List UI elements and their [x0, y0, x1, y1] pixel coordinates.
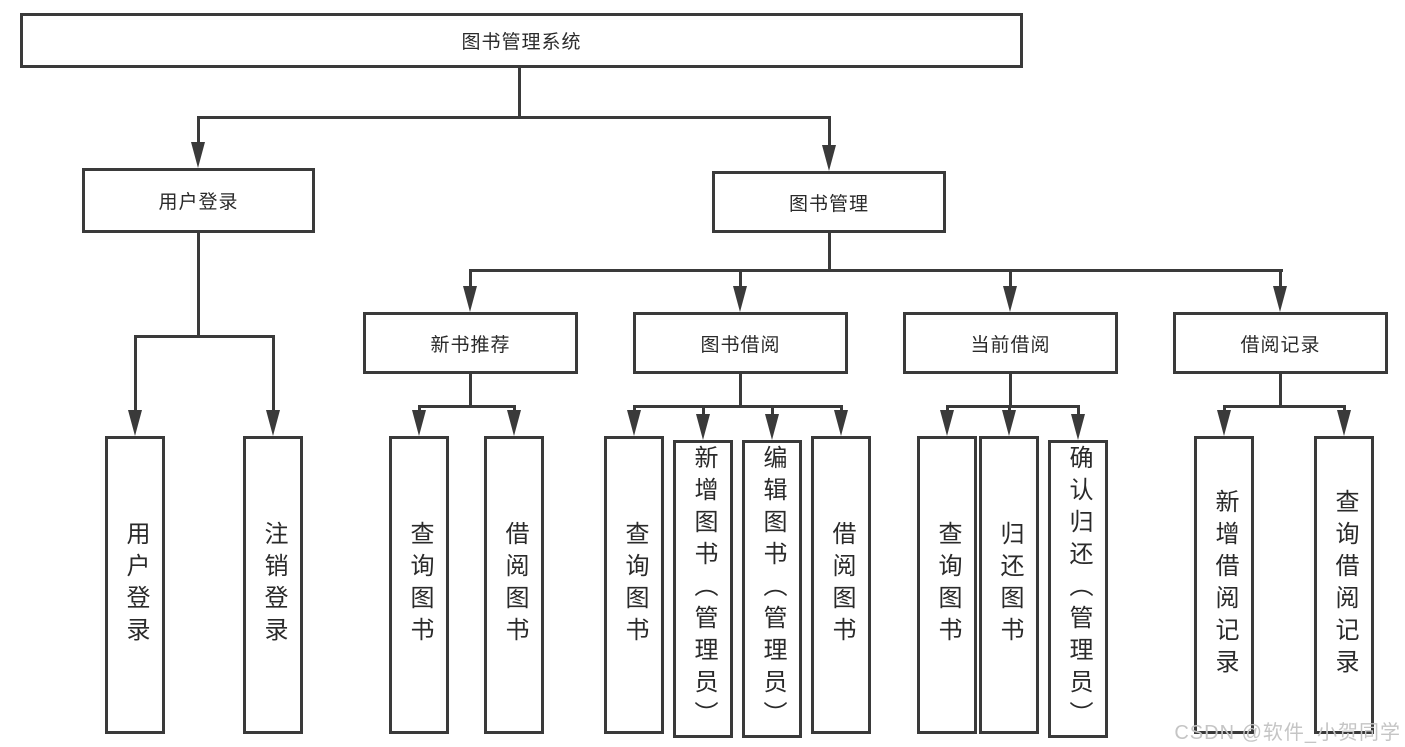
arrowhead-icon: [265, 410, 280, 436]
node-book-management: 图书管理: [712, 171, 946, 233]
arrowhead-icon: [1002, 286, 1017, 312]
connector-line: [133, 335, 275, 338]
leaf-logout: 注销登录: [243, 436, 303, 734]
node-label: 查询图书: [621, 521, 648, 649]
arrowhead-icon: [411, 410, 426, 436]
arrowhead-icon: [190, 142, 205, 168]
leaf-query-books-1: 查询图书: [389, 436, 449, 734]
leaf-query-borrow-record: 查询借阅记录: [1314, 436, 1374, 734]
arrowhead-icon: [127, 410, 142, 436]
arrowhead-icon: [1070, 414, 1085, 440]
connector-line: [517, 68, 521, 119]
leaf-return-books: 归还图书: [979, 436, 1039, 734]
node-label: 借阅图书: [501, 521, 528, 649]
node-book-borrowing: 图书借阅: [633, 312, 848, 374]
arrowhead-icon: [764, 414, 779, 440]
leaf-add-books-admin: 新增图书（管理员）: [673, 440, 733, 738]
node-label: 查询图书: [934, 521, 961, 649]
connector-line: [196, 117, 200, 148]
node-label: 注销登录: [260, 521, 287, 649]
connector-line: [770, 406, 774, 420]
connector-line: [1278, 374, 1282, 408]
connector-line: [468, 269, 1283, 272]
leaf-query-books-3: 查询图书: [917, 436, 977, 734]
arrowhead-icon: [833, 410, 848, 436]
node-root: 图书管理系统: [20, 13, 1023, 68]
node-label: 用户登录: [158, 192, 239, 213]
arrowhead-icon: [1272, 286, 1287, 312]
connector-line: [738, 374, 742, 408]
node-new-book-recommend: 新书推荐: [363, 312, 578, 374]
connector-line: [827, 233, 831, 272]
node-label: 图书管理系统: [461, 32, 582, 53]
leaf-edit-books-admin: 编辑图书（管理员）: [742, 440, 802, 738]
csdn-watermark: CSDN @软件_小贺同学: [1174, 722, 1401, 744]
node-label: 图书借阅: [700, 334, 781, 356]
node-label: 查询借阅记录: [1331, 489, 1358, 681]
node-label: 用户登录: [122, 521, 149, 649]
node-label: 编辑图书（管理员）: [759, 445, 786, 733]
node-label: 借阅图书: [828, 521, 855, 649]
arrowhead-icon: [732, 286, 747, 312]
arrowhead-icon: [939, 410, 954, 436]
connector-line: [133, 336, 137, 416]
leaf-confirm-return-admin: 确认归还（管理员）: [1048, 440, 1108, 738]
connector-line: [945, 405, 1080, 408]
connector-line: [196, 116, 831, 119]
arrowhead-icon: [462, 286, 477, 312]
arrowhead-icon: [626, 410, 641, 436]
node-label: 当前借阅: [970, 334, 1051, 356]
connector-line: [827, 117, 831, 151]
node-label: 归还图书: [996, 521, 1023, 649]
leaf-query-books-2: 查询图书: [604, 436, 664, 734]
arrowhead-icon: [1001, 410, 1016, 436]
node-label: 新书推荐: [430, 334, 511, 356]
connector-line: [1222, 405, 1346, 408]
node-label: 新增借阅记录: [1211, 489, 1238, 681]
connector-line: [271, 336, 275, 416]
connector-line: [738, 270, 742, 292]
connector-line: [632, 405, 843, 408]
leaf-borrow-books-2: 借阅图书: [811, 436, 871, 734]
connector-line: [1076, 406, 1080, 420]
node-label: 借阅记录: [1240, 334, 1321, 356]
node-label: 查询图书: [406, 521, 433, 649]
connector-line: [701, 406, 705, 420]
node-label: 图书管理: [788, 193, 869, 215]
arrowhead-icon: [1216, 410, 1231, 436]
node-current-borrowing: 当前借阅: [903, 312, 1118, 374]
connector-line: [468, 374, 472, 408]
arrowhead-icon: [506, 410, 521, 436]
leaf-add-borrow-record: 新增借阅记录: [1194, 436, 1254, 734]
leaf-borrow-books-1: 借阅图书: [484, 436, 544, 734]
node-borrowing-records: 借阅记录: [1173, 312, 1388, 374]
connector-line: [417, 405, 516, 408]
connector-line: [468, 270, 472, 292]
arrowhead-icon: [1336, 410, 1351, 436]
connector-line: [1278, 270, 1282, 292]
connector-line: [1008, 374, 1012, 408]
node-label: 确认归还（管理员）: [1065, 445, 1092, 733]
node-user-login: 用户登录: [82, 168, 315, 233]
connector-line: [196, 233, 200, 338]
node-label: 新增图书（管理员）: [690, 445, 717, 733]
arrowhead-icon: [695, 414, 710, 440]
arrowhead-icon: [821, 145, 836, 171]
leaf-user-login: 用户登录: [105, 436, 165, 734]
connector-line: [1008, 270, 1012, 292]
